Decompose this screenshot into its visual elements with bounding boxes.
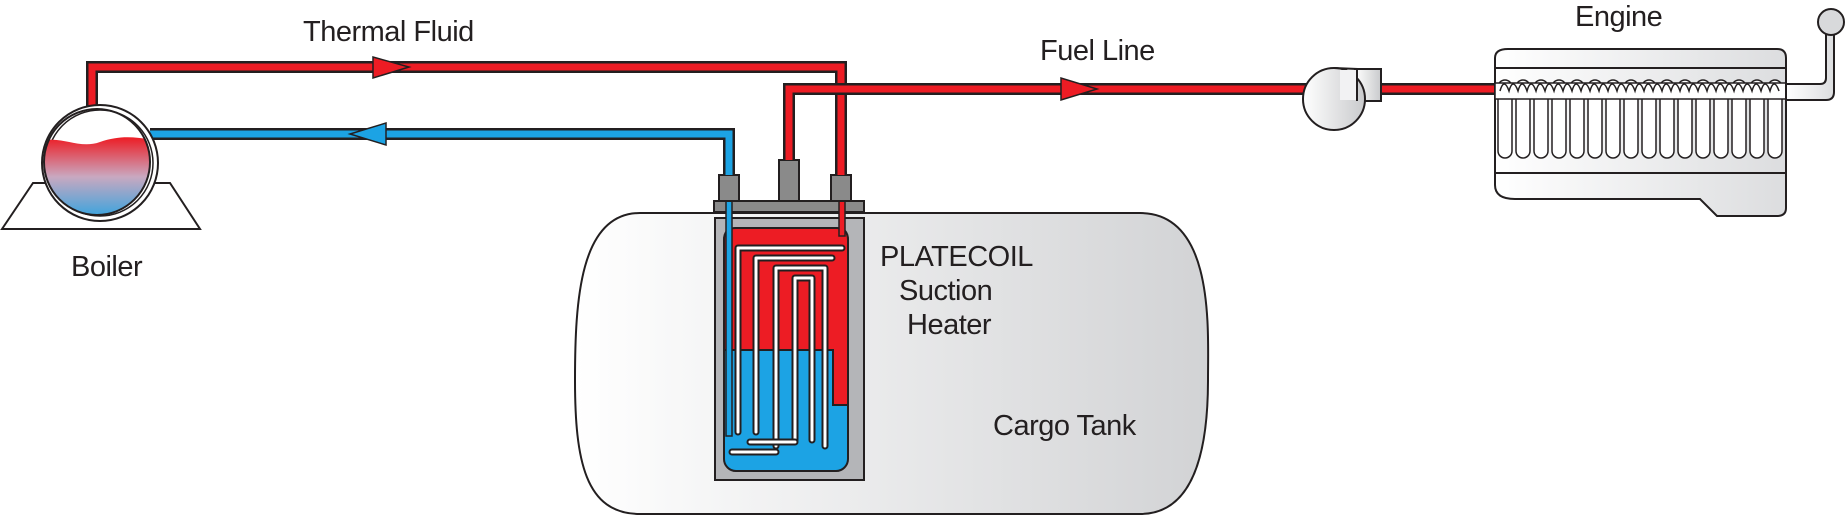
engine-label: Engine (1575, 1, 1662, 33)
fitting-fuel-suction (778, 159, 800, 202)
coil-channels (728, 244, 846, 456)
boiler (0, 104, 202, 230)
heater-label-line3: Heater (907, 309, 992, 341)
engine-exhaust-cap (1817, 8, 1845, 36)
fuel-line-label: Fuel Line (1040, 35, 1155, 67)
heater-label-line1: PLATECOIL (880, 241, 1033, 273)
fuel-pump (1302, 67, 1382, 131)
boiler-label: Boiler (71, 251, 143, 283)
thermal-fluid-flow-arrow (372, 56, 412, 80)
engine-injector-loops (1499, 83, 1780, 94)
fuel-line-flow-arrow (1060, 76, 1100, 102)
cargo-tank-label: Cargo Tank (993, 410, 1137, 442)
engine-exhaust-pipe (1785, 25, 1835, 101)
heater-label-line2: Suction (899, 275, 992, 307)
thermal-fluid-label: Thermal Fluid (303, 16, 474, 48)
return-flow-arrow (347, 121, 387, 147)
fitting-hot-supply (830, 174, 852, 202)
thermal-fluid-supply-line (86, 61, 847, 175)
thermal-fluid-return-line (150, 128, 735, 175)
platecoil-heater (713, 159, 865, 481)
fitting-cold-return (718, 174, 740, 202)
engine (1494, 8, 1845, 217)
fuel-line (783, 83, 1498, 160)
